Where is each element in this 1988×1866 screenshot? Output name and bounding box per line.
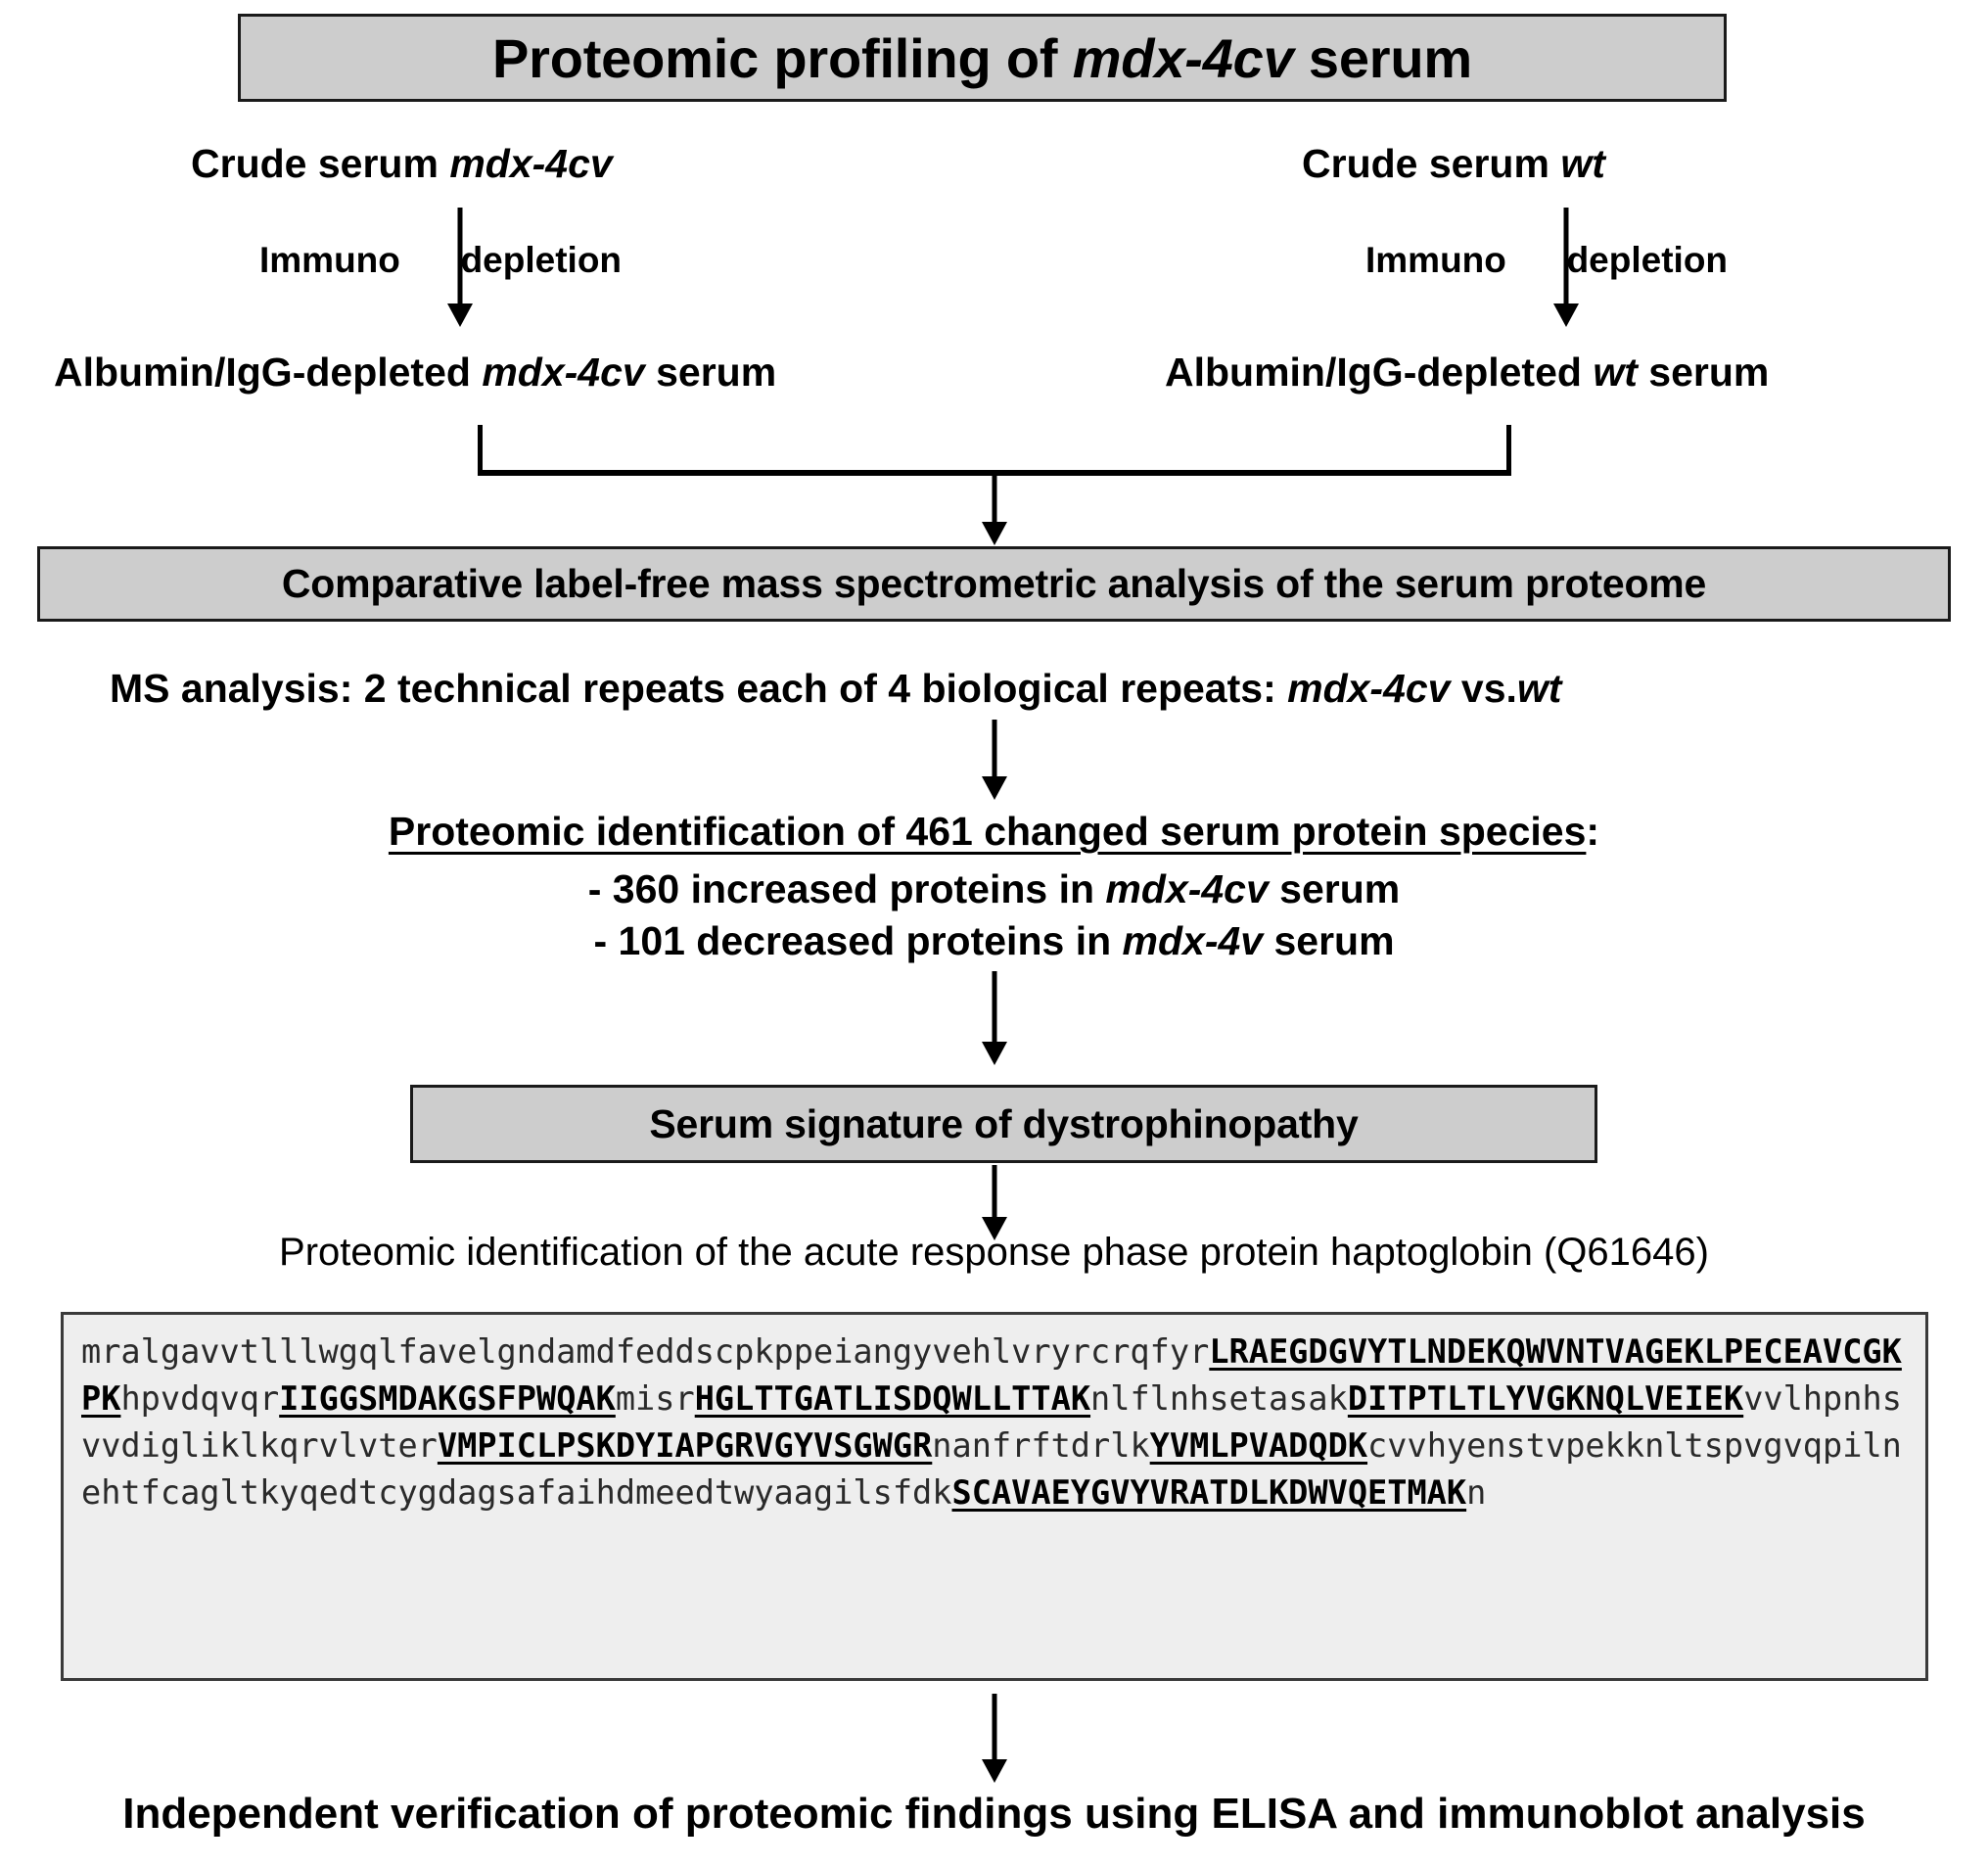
identified-peptide: SCAVAEYGVYVRATDLKDWVQETMAK [951, 1473, 1467, 1512]
findings-heading-text: Proteomic identification of 461 changed … [388, 809, 1587, 854]
finding-1-suffix: serum [1268, 866, 1401, 911]
immuno-left-pre: Immuno [259, 240, 400, 280]
identified-peptide: YVMLPVADQDK [1149, 1426, 1368, 1465]
identified-peptide: LRAEGDGVYTLNDEKQWVNTVAGEKLPECEAVCGKPK [81, 1332, 1902, 1418]
ms-analysis-prefix: MS analysis: 2 technical repeats each of… [110, 666, 1288, 711]
finding-2-prefix: - 101 decreased proteins in [593, 918, 1123, 963]
merge-bracket [478, 425, 1511, 476]
crude-wt-italic: wt [1560, 141, 1605, 186]
ms-analysis-box-label: Comparative label-free mass spectrometri… [281, 561, 1707, 606]
immuno-depletion-left-label: Immuno depletion [259, 240, 622, 281]
crude-serum-wt-label: Crude serum wt [1302, 141, 1605, 187]
title-prefix: Proteomic profiling of [491, 26, 1073, 89]
ms-analysis-detail: MS analysis: 2 technical repeats each of… [110, 666, 1561, 712]
finding-1-italic: mdx-4cv [1105, 866, 1269, 911]
haptoglobin-caption: Proteomic identification of the acute re… [279, 1231, 1709, 1274]
protein-sequence-text: mralgavvtlllwgqlfavelgndamdfeddscpkppeia… [81, 1329, 1910, 1516]
crude-mdx-italic: mdx-4cv [449, 141, 613, 186]
finding-increased: - 360 increased proteins in mdx-4cv seru… [0, 866, 1988, 912]
ms-analysis-italic-a: mdx-4cv [1287, 666, 1451, 711]
sequence-segment: nlflnhsetasak [1090, 1379, 1348, 1418]
immuno-right-pre: Immuno [1365, 240, 1506, 280]
finding-2-italic: mdx-4v [1122, 918, 1264, 963]
crude-serum-mdx-label: Crude serum mdx-4cv [191, 141, 613, 187]
identified-peptide: VMPICLPSKDYIAPGRVGYVSGWGR [437, 1426, 933, 1465]
dep-mdx-italic: mdx-4cv [482, 350, 645, 395]
dep-wt-prefix: Albumin/IgG-depleted [1165, 350, 1594, 395]
immuno-depletion-right-label: Immuno depletion [1365, 240, 1728, 281]
finding-decreased: - 101 decreased proteins in mdx-4v serum [0, 918, 1988, 964]
finding-1-prefix: - 360 increased proteins in [587, 866, 1106, 911]
ms-analysis-italic-b: wt [1516, 666, 1562, 711]
sequence-segment: mralgavvtlllwgqlfavelgndamdfeddscpkppeia… [81, 1332, 1210, 1371]
serum-signature-label: Serum signature of dystrophinopathy [649, 1100, 1359, 1146]
albumin-depleted-wt-label: Albumin/IgG-depleted wt serum [1165, 350, 1769, 396]
sequence-segment: nanfrftdrlk [932, 1426, 1150, 1465]
diagram-title-text: Proteomic profiling of mdx-4cv serum [492, 26, 1472, 90]
verification-label: Independent verification of proteomic fi… [122, 1790, 1866, 1838]
findings-heading-colon: : [1586, 809, 1600, 854]
dep-wt-suffix: serum [1637, 350, 1770, 395]
sequence-segment: cvvhyenstvpekknltspvgvqpilnehtfcagltkyqe… [81, 1426, 1902, 1512]
ms-analysis-box: Comparative label-free mass spectrometri… [37, 546, 1951, 622]
identified-peptide: DITPTLTLYVGKNQLVEIEK [1347, 1379, 1744, 1418]
identified-peptide: HGLTTGATLISDQWLLTTAK [694, 1379, 1091, 1418]
finding-2-suffix: serum [1263, 918, 1395, 963]
protein-sequence-box: mralgavvtlllwgqlfavelgndamdfeddscpkppeia… [61, 1312, 1928, 1681]
sequence-segment: n [1466, 1473, 1487, 1512]
crude-wt-prefix: Crude serum [1302, 141, 1561, 186]
crude-mdx-prefix: Crude serum [191, 141, 450, 186]
serum-signature-box: Serum signature of dystrophinopathy [410, 1085, 1597, 1163]
immuno-left-post: depletion [460, 240, 623, 280]
title-suffix: serum [1293, 26, 1472, 89]
identified-peptide: IIGGSMDAKGSFPWQAK [279, 1379, 616, 1418]
ms-analysis-middle: vs. [1450, 666, 1517, 711]
dep-wt-italic: wt [1593, 350, 1638, 395]
sequence-segment: hpvdqvqr [120, 1379, 280, 1418]
dep-mdx-suffix: serum [644, 350, 777, 395]
sequence-segment: misr [615, 1379, 695, 1418]
sequence-segment: vvlhpnhsvvdigliklkqrvlvter [81, 1379, 1902, 1465]
findings-heading: Proteomic identification of 461 changed … [0, 809, 1988, 855]
dep-mdx-prefix: Albumin/IgG-depleted [54, 350, 483, 395]
immuno-right-post: depletion [1566, 240, 1729, 280]
title-italic: mdx-4cv [1072, 26, 1294, 89]
albumin-depleted-mdx-label: Albumin/IgG-depleted mdx-4cv serum [54, 350, 776, 396]
diagram-title-box: Proteomic profiling of mdx-4cv serum [238, 14, 1727, 102]
